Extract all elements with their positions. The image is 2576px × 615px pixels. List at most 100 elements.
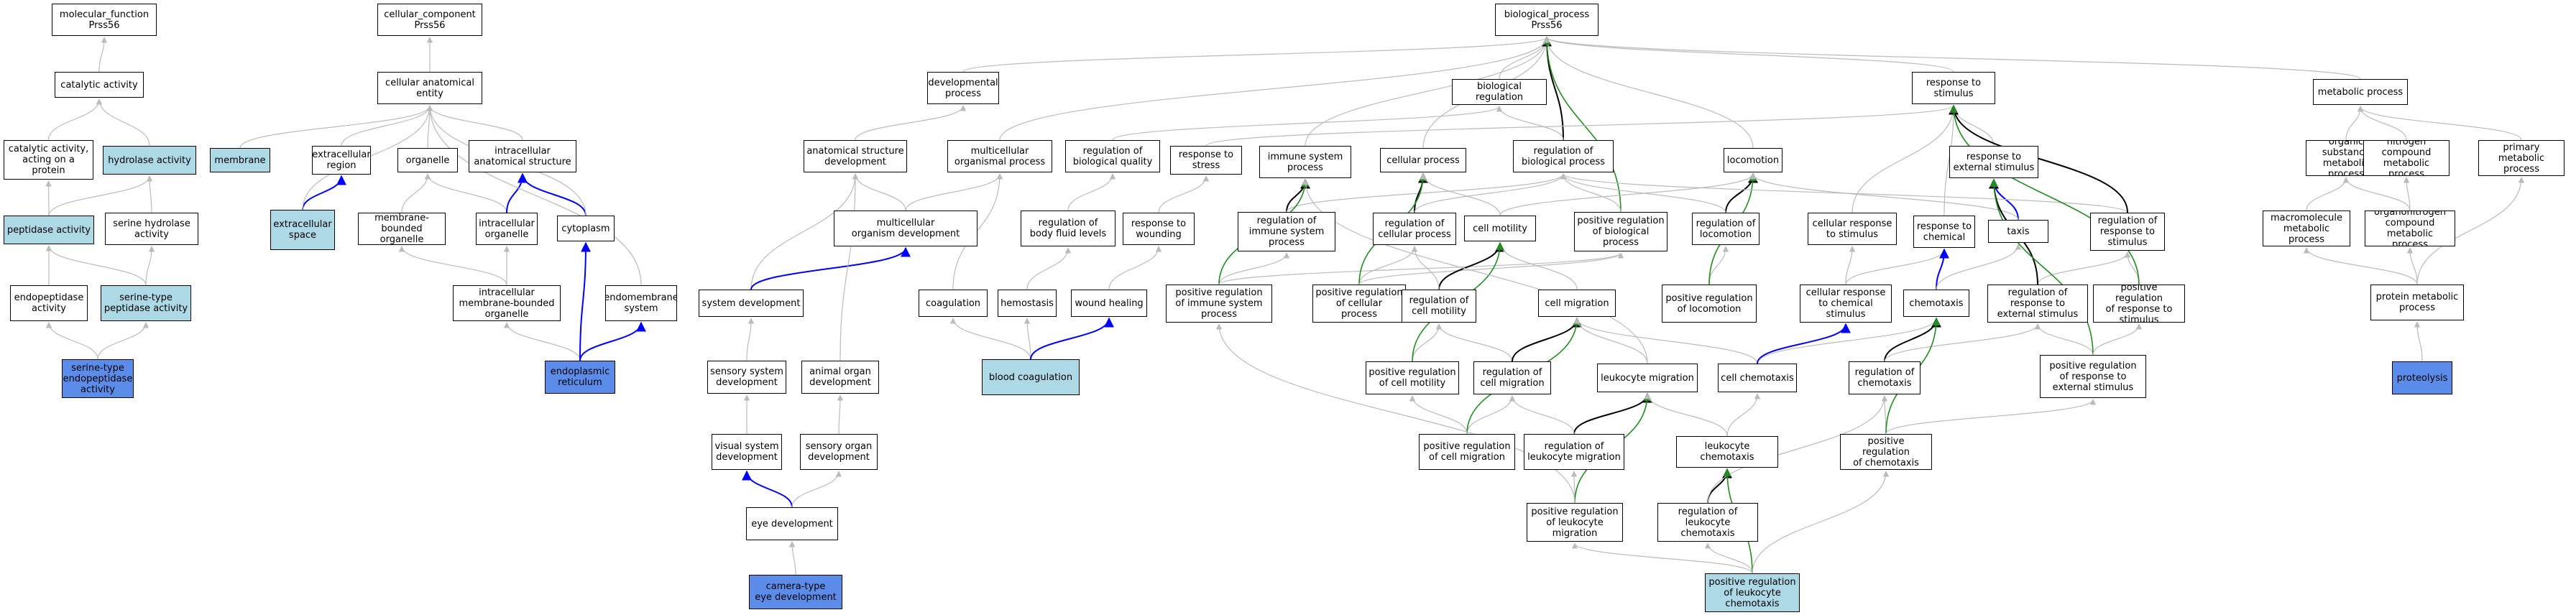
node-regulation-of-biological-quality[interactable]: regulation of biological quality (1065, 140, 1160, 172)
node-locomotion[interactable]: locomotion (1724, 148, 1782, 172)
node-endopeptidase-activity[interactable]: endopeptidase activity (10, 285, 88, 321)
node-regulation-of-cell-motility[interactable]: regulation of cell motility (1402, 290, 1476, 323)
node-hemostasis[interactable]: hemostasis (998, 290, 1057, 317)
node-regulation-of-biological-process[interactable]: regulation of biological process (1513, 140, 1614, 172)
edge-n72-n58 (1435, 323, 1513, 362)
node-biological-regulation[interactable]: biological regulation (1452, 79, 1547, 105)
node-biological-process[interactable]: biological_process Prss56 (1495, 4, 1598, 36)
node-positive-regulation-of-cell-motility[interactable]: positive regulation of cell motility (1366, 361, 1459, 394)
node-response-to-stress[interactable]: response to stress (1170, 146, 1242, 175)
node-multicellular-organismal-process[interactable]: multicellular organismal process (947, 140, 1052, 172)
node-extracellular-region[interactable]: extracellular region (312, 146, 371, 175)
node-regulation-of-cell-migration[interactable]: regulation of cell migration (1473, 361, 1551, 394)
edge-n57-n40 (1358, 252, 1624, 285)
node-wound-healing[interactable]: wound healing (1071, 290, 1147, 317)
node-membrane[interactable]: membrane (210, 148, 270, 172)
node-positive-regulation-of-response-to-external-stimulus[interactable]: positive regulation of response to exter… (2040, 355, 2146, 398)
node-sensory-system-development[interactable]: sensory system development (707, 361, 786, 394)
node-cell-migration[interactable]: cell migration (1538, 290, 1616, 317)
node-cellular-response-to-stimulus[interactable]: cellular response to stimulus (1808, 213, 1897, 245)
node-cellular-anatomical-entity[interactable]: cellular anatomical entity (377, 72, 482, 104)
node-regulation-of-response-to-stimulus[interactable]: regulation of response to stimulus (2090, 213, 2165, 251)
node-positive-regulation-of-immune-system-process[interactable]: positive regulation of immune system pro… (1166, 285, 1272, 323)
node-regulation-of-body-fluid-levels[interactable]: regulation of body fluid levels (1021, 211, 1116, 246)
node-anatomical-structure-development[interactable]: anatomical structure development (804, 140, 907, 172)
node-positive-regulation-of-cell-migration[interactable]: positive regulation of cell migration (1419, 434, 1515, 470)
node-taxis[interactable]: taxis (1988, 220, 2048, 243)
edge-n40-n3 (1542, 36, 1622, 213)
node-regulation-of-cellular-process[interactable]: regulation of cellular process (1373, 213, 1456, 245)
node-response-to-chemical[interactable]: response to chemical (1913, 216, 1975, 248)
node-regulation-of-chemotaxis[interactable]: regulation of chemotaxis (1849, 361, 1920, 394)
node-coagulation[interactable]: coagulation (919, 290, 988, 317)
node-positive-regulation-of-leukocyte-chemotaxis[interactable]: positive regulation of leukocyte chemota… (1705, 573, 1800, 612)
node-regulation-of-leukocyte-chemotaxis[interactable]: regulation of leukocyte chemotaxis (1657, 503, 1758, 542)
node-regulation-of-response-to-external-stimulus[interactable]: regulation of response to external stimu… (1987, 285, 2088, 323)
node-eye-development[interactable]: eye development (746, 507, 838, 540)
node-camera-type-eye-development[interactable]: camera-type eye development (749, 575, 842, 609)
node-organelle[interactable]: organelle (397, 148, 458, 172)
node-cell-motility[interactable]: cell motility (1464, 216, 1536, 241)
node-macromolecule-metabolic-process[interactable]: macromolecule metabolic process (2263, 211, 2350, 246)
edge-n61-n43 (1845, 249, 1948, 285)
node-positive-regulation-of-locomotion[interactable]: positive regulation of locomotion (1662, 285, 1757, 323)
node-peptidase-activity[interactable]: peptidase activity (4, 216, 94, 244)
node-leukocyte-migration[interactable]: leukocyte migration (1597, 364, 1698, 392)
node-hydrolase-activity[interactable]: hydrolase activity (103, 146, 196, 175)
node-intracellular-membrane-bounded-organelle[interactable]: intracellular membrane-bounded organelle (453, 285, 561, 321)
node-response-to-external-stimulus[interactable]: response to external stimulus (1949, 146, 2038, 178)
edge-n16-n6 (855, 105, 967, 141)
node-immune-system-process[interactable]: immune system process (1259, 146, 1351, 178)
node-response-to-stimulus[interactable]: response to stimulus (1912, 72, 1995, 104)
edge-n64-n8 (1949, 104, 2140, 285)
node-proteolysis[interactable]: proteolysis (2392, 361, 2452, 394)
node-molecular-function[interactable]: molecular_function Prss56 (52, 4, 157, 36)
node-chemotaxis[interactable]: chemotaxis (1903, 290, 1969, 317)
node-leukocyte-chemotaxis[interactable]: leukocyte chemotaxis (1676, 436, 1778, 468)
node-visual-system-development[interactable]: visual system development (712, 434, 782, 470)
node-primary-metabolic-process[interactable]: primary metabolic process (2478, 140, 2564, 176)
node-endoplasmic-reticulum[interactable]: endoplasmic reticulum (545, 361, 615, 394)
node-positive-regulation-of-response-to-stimulus[interactable]: positive regulation of response to stimu… (2093, 285, 2185, 323)
node-developmental-process[interactable]: developmental process (927, 72, 999, 104)
node-nitrogen-compound-metabolic-process[interactable]: nitrogen compound metabolic process (2363, 140, 2450, 176)
edge-n49-n28 (45, 245, 147, 286)
node-organonitrogen-compound-metabolic-process[interactable]: organonitrogen compound metabolic proces… (2365, 211, 2455, 246)
node-serine-hydrolase-activity[interactable]: serine hydrolase activity (105, 213, 198, 245)
node-cytoplasm[interactable]: cytoplasm (557, 216, 615, 241)
node-cellular-process[interactable]: cellular process (1380, 148, 1466, 172)
node-regulation-of-locomotion[interactable]: regulation of locomotion (1692, 213, 1760, 245)
node-intracellular-organelle[interactable]: intracellular organelle (476, 213, 538, 245)
node-response-to-wounding[interactable]: response to wounding (1123, 213, 1195, 245)
node-catalytic-activity[interactable]: catalytic activity (55, 72, 144, 98)
node-catalytic-activity-acting-on-protein[interactable]: catalytic activity, acting on a protein (4, 140, 93, 180)
node-positive-regulation-of-biological-process[interactable]: positive regulation of biological proces… (1574, 212, 1668, 251)
edge-n22-n3 (1542, 36, 1564, 141)
node-endomembrane-system[interactable]: endomembrane system (605, 285, 677, 321)
node-regulation-of-leukocyte-migration[interactable]: regulation of leukocyte migration (1524, 434, 1624, 470)
node-cellular-component[interactable]: cellular_component Prss56 (377, 4, 482, 36)
edge-n32-n15 (506, 172, 528, 213)
node-cellular-response-to-chemical-stimulus[interactable]: cellular response to chemical stimulus (1800, 285, 1892, 323)
node-multicellular-organism-development[interactable]: multicellular organism development (834, 211, 978, 246)
node-blood-coagulation[interactable]: blood coagulation (982, 359, 1080, 395)
node-serine-type-peptidase-activity[interactable]: serine-type peptidase activity (101, 285, 191, 321)
node-positive-regulation-of-chemotaxis[interactable]: positive regulation of chemotaxis (1840, 434, 1932, 470)
edge-n67-n51 (579, 321, 646, 361)
node-intracellular-anatomical-structure[interactable]: intracellular anatomical structure (469, 140, 576, 172)
node-cell-chemotaxis[interactable]: cell chemotaxis (1718, 364, 1797, 392)
edge-n34-n16 (852, 173, 906, 211)
node-positive-regulation-of-leukocyte-migration[interactable]: positive regulation of leukocyte migrati… (1527, 503, 1623, 542)
edge-n18-n7 (1112, 106, 1503, 141)
node-serine-type-endopeptidase-activity[interactable]: serine-type endopeptidase activity (62, 359, 134, 398)
node-metabolic-process[interactable]: metabolic process (2313, 79, 2408, 105)
node-sensory-organ-development[interactable]: sensory organ development (800, 434, 878, 470)
node-regulation-of-immune-system-process[interactable]: regulation of immune system process (1238, 212, 1335, 251)
edge-n87-n84 (788, 541, 796, 575)
node-system-development[interactable]: system development (699, 290, 804, 317)
node-membrane-bounded-organelle[interactable]: membrane-bounded organelle (358, 213, 446, 245)
node-extracellular-space[interactable]: extracellular space (270, 210, 335, 250)
node-protein-metabolic-process[interactable]: protein metabolic process (2370, 285, 2464, 320)
node-animal-organ-development[interactable]: animal organ development (801, 361, 879, 394)
node-positive-regulation-of-cellular-process[interactable]: positive regulation of cellular process (1312, 285, 1406, 323)
